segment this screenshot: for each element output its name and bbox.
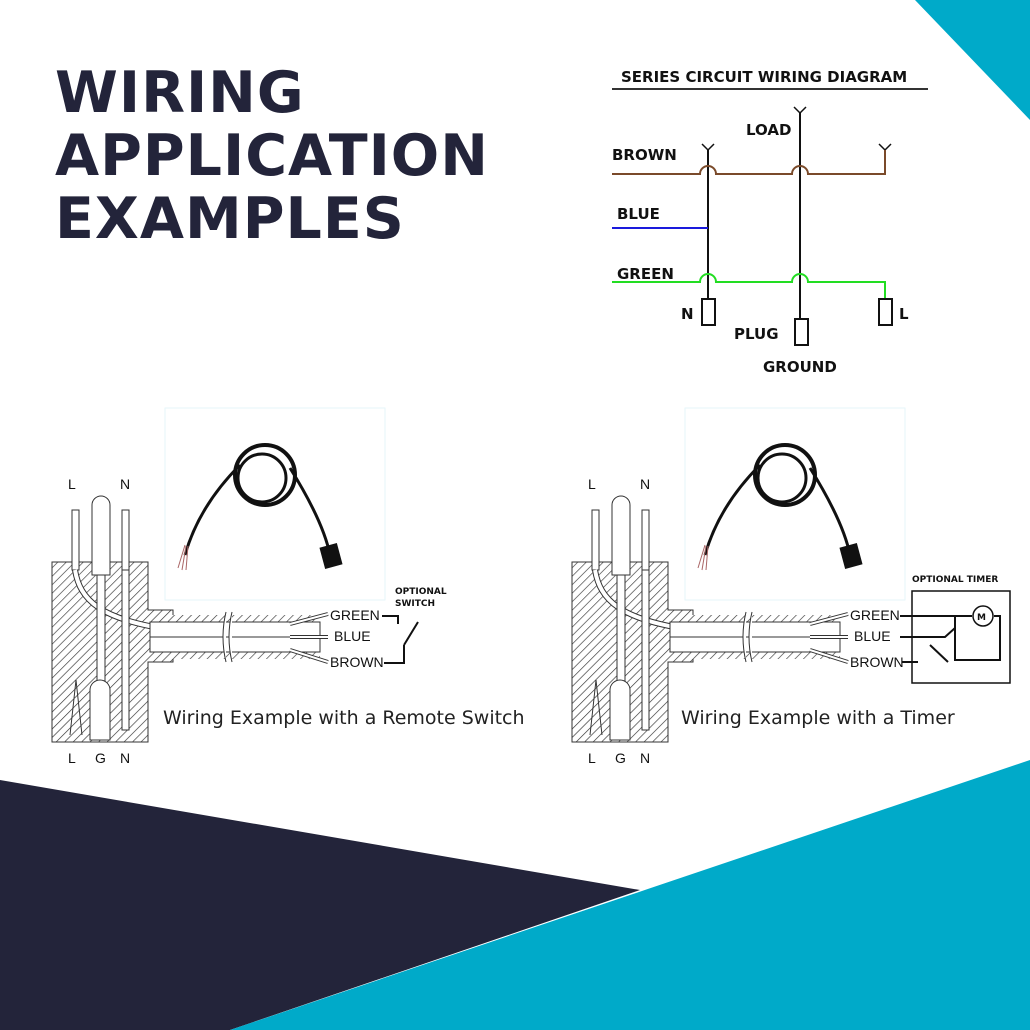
caption: Wiring Example with a Timer <box>681 707 955 729</box>
example-timer: L N L G N GREEN BLUE BROWN OPTIONAL TIME… <box>572 408 1011 766</box>
top-label-n: N <box>640 476 650 492</box>
top-label-l: L <box>588 476 596 492</box>
example-remote-switch: L N L G N GREEN BLUE BROWN OPTIONAL SWIT… <box>52 408 525 766</box>
bottom-label-n: N <box>120 750 130 766</box>
motor-symbol <box>972 605 994 627</box>
label-load: LOAD <box>746 121 791 139</box>
teal-corner-top <box>915 0 1030 120</box>
page-title: WIRING APPLICATION EXAMPLES <box>55 62 489 251</box>
top-label-n: N <box>120 476 130 492</box>
top-label-l: L <box>68 476 76 492</box>
label-green: GREEN <box>617 265 674 283</box>
motor-label: M <box>977 613 986 623</box>
l-terminal <box>878 298 893 326</box>
optional-timer-label: OPTIONAL TIMER <box>912 575 998 585</box>
wire-label-green: GREEN <box>330 607 380 623</box>
label-ground: GROUND <box>763 358 837 376</box>
bottom-label-g: G <box>95 750 106 766</box>
title-line: APPLICATION <box>55 123 489 189</box>
wire-label-green: GREEN <box>850 607 900 623</box>
series-diagram-title: SERIES CIRCUIT WIRING DIAGRAM <box>621 68 907 86</box>
wire-label-blue: BLUE <box>854 628 891 644</box>
brown-wire <box>612 150 886 175</box>
label-blue: BLUE <box>617 205 660 223</box>
bottom-label-l: L <box>68 750 76 766</box>
bottom-label-l: L <box>588 750 596 766</box>
wire-label-brown: BROWN <box>850 654 904 670</box>
label-l: L <box>899 305 909 323</box>
wire-label-blue: BLUE <box>334 628 371 644</box>
optional-label: OPTIONAL <box>395 587 447 597</box>
green-wire <box>612 273 886 299</box>
teal-band-bottom <box>230 760 1030 1030</box>
switch-label: SWITCH <box>395 599 435 609</box>
bottom-label-g: G <box>615 750 626 766</box>
label-brown: BROWN <box>612 146 677 164</box>
plug-terminal <box>794 318 809 346</box>
wire-label-brown: BROWN <box>330 654 384 670</box>
n-terminal <box>701 298 716 326</box>
title-line: EXAMPLES <box>55 186 405 252</box>
label-n: N <box>681 305 694 323</box>
switch-symbol <box>382 615 419 664</box>
label-plug: PLUG <box>734 325 779 343</box>
navy-band-bottom <box>0 780 640 1030</box>
timer-wiring <box>900 615 1001 663</box>
caption: Wiring Example with a Remote Switch <box>163 707 525 729</box>
title-line: WIRING <box>55 60 305 126</box>
bottom-label-n: N <box>640 750 650 766</box>
